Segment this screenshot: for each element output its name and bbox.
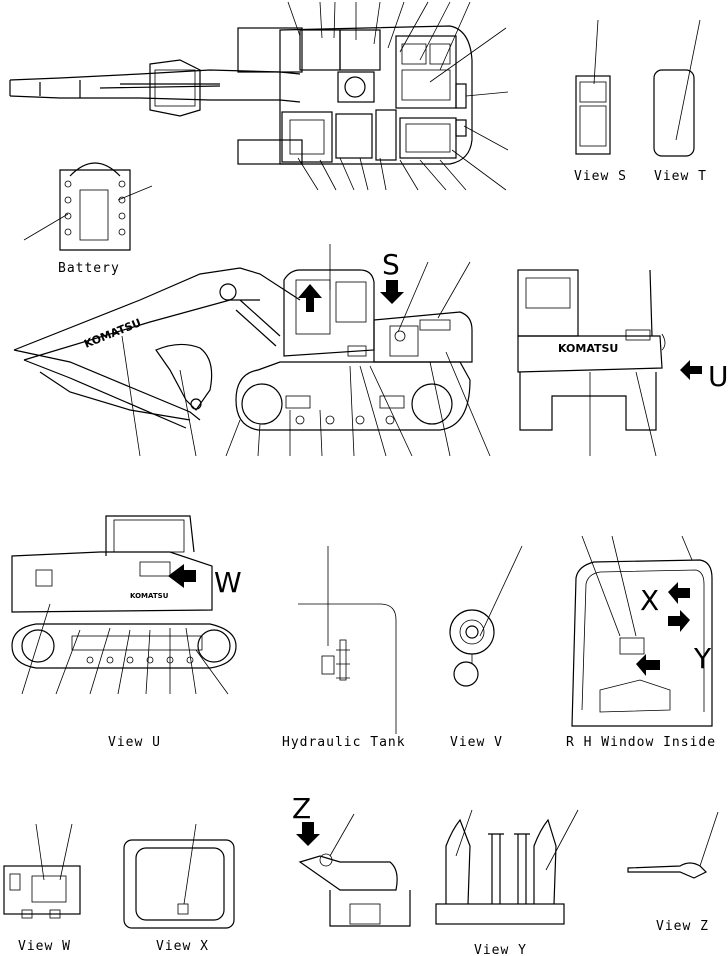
view-t-drawing [653, 19, 701, 157]
top-view [9, 1, 509, 191]
label-view-u: View U [108, 735, 161, 750]
view-u-drawing [11, 515, 237, 695]
label-view-w: View W [18, 939, 71, 954]
label-rh-window-inside: R H Window Inside [566, 735, 716, 750]
marker-s: S [382, 248, 400, 281]
marker-y: Y [693, 642, 712, 675]
label-view-v: View V [450, 735, 503, 750]
view-y-drawing [435, 809, 579, 925]
label-battery: Battery [58, 261, 120, 276]
view-s-drawing [575, 19, 611, 155]
label-hydraulic-tank: Hydraulic Tank [282, 735, 406, 750]
hydraulic-tank-drawing [298, 546, 397, 734]
label-view-x: View X [156, 939, 209, 954]
view-w-drawing [3, 823, 81, 919]
brand-rear: KOMATSU [558, 342, 618, 355]
label-view-t: View T [654, 169, 707, 184]
brand-boom: KOMATSU [82, 316, 143, 351]
label-view-z: View Z [656, 919, 709, 934]
battery-drawing [23, 162, 153, 251]
view-x-drawing [123, 823, 235, 929]
marker-w: W [214, 566, 242, 599]
marker-x: X [640, 584, 659, 617]
rh-window-drawing [571, 535, 713, 727]
brand-view-u: KOMATSU [130, 592, 169, 600]
marker-z: Z [292, 792, 311, 825]
view-z-drawing [627, 811, 719, 879]
side-view [13, 244, 491, 457]
marker-u: U [708, 360, 728, 393]
label-view-s: View S [574, 169, 627, 184]
label-view-y: View Y [474, 943, 527, 956]
seat-drawing [296, 813, 411, 927]
rear-view [517, 269, 702, 457]
view-v-drawing [449, 545, 523, 687]
